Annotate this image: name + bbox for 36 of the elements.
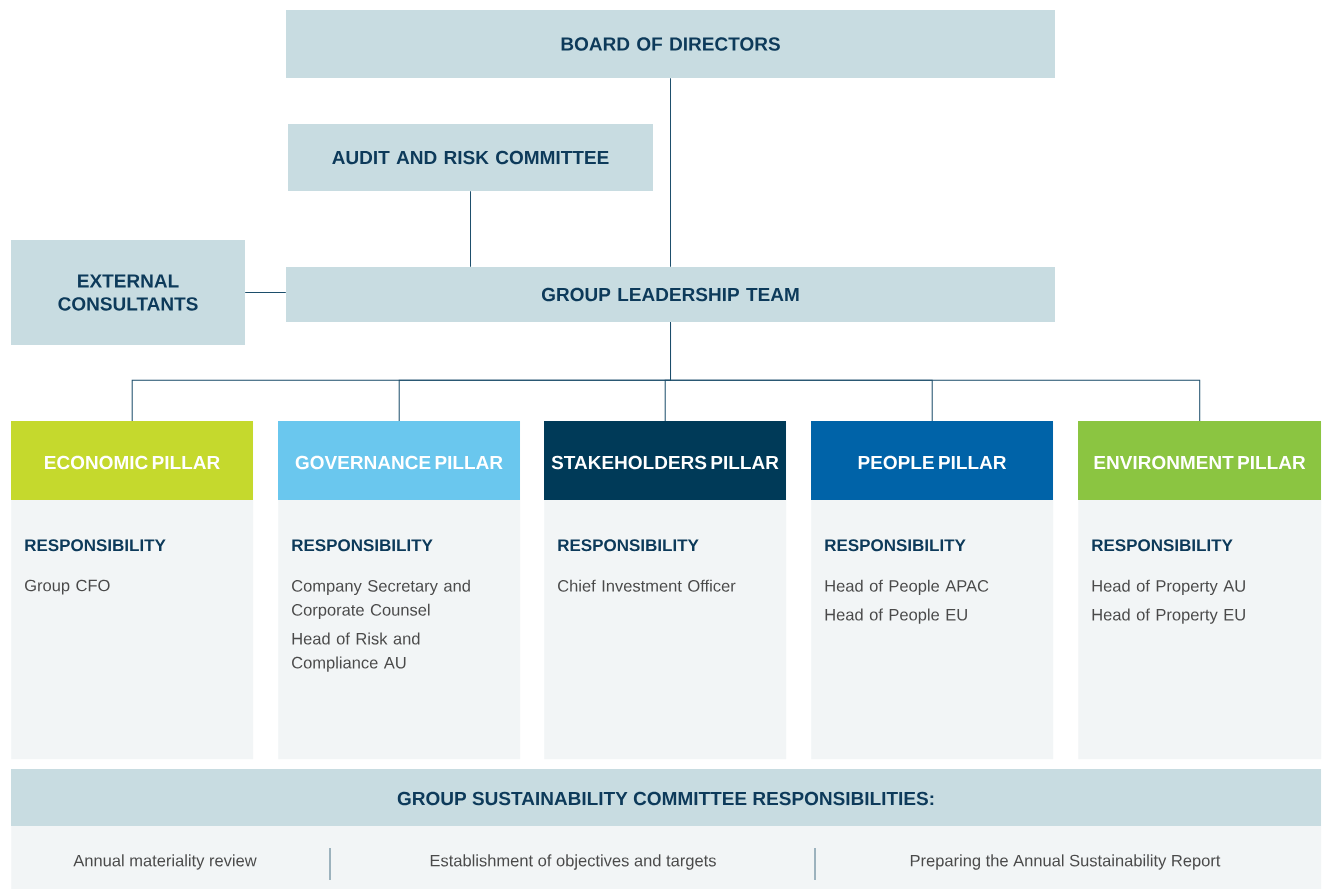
consultants-box: EXTERNAL CONSULTANTS xyxy=(11,240,245,345)
responsibilities-band xyxy=(11,769,1322,889)
pillar-heading: PEOPLE PILLAR xyxy=(858,455,1007,470)
responsibility-label: RESPONSIBILITY xyxy=(558,539,699,552)
pillar-card xyxy=(1078,421,1322,760)
role-text: Company Secretary and Corporate Counsel xyxy=(292,579,470,619)
role-text: Chief Investment Officer xyxy=(558,579,736,592)
connector-line xyxy=(470,190,471,268)
role-text: Head of Property EU xyxy=(1092,608,1245,624)
role-text: Head of People EU xyxy=(825,608,967,624)
role-text: Head of People APAC xyxy=(825,579,989,595)
leadership-box: GROUP LEADERSHIP TEAM xyxy=(286,267,1055,322)
responsibility-item: Annual materiality review xyxy=(73,854,257,870)
responsibility-item: Establishment of objectives and targets xyxy=(430,854,716,870)
connector-line xyxy=(670,77,671,268)
responsibility-label: RESPONSIBILITY xyxy=(825,539,966,552)
role-text: Group CFO xyxy=(25,579,110,595)
role-text: Head of Risk and Compliance AU xyxy=(292,632,420,672)
pillar-heading: ENVIRONMENT PILLAR xyxy=(1094,455,1306,470)
pillar-card xyxy=(278,421,521,760)
committee-box: AUDIT AND RISK COMMITTEE xyxy=(288,124,653,191)
pillar-card xyxy=(11,421,254,760)
responsibility-item: Preparing the Annual Sustainability Report xyxy=(910,854,1221,870)
responsibility-label: RESPONSIBILITY xyxy=(1092,539,1233,552)
band-heading: GROUP SUSTAINABILITY COMMITTEE RESPONSIBILITIES: xyxy=(397,791,934,806)
board-box: BOARD OF DIRECTORS xyxy=(286,10,1055,78)
role-text: Head of Property AU xyxy=(1092,579,1245,595)
connector-line xyxy=(670,321,1201,422)
responsibility-label: RESPONSIBILITY xyxy=(25,539,166,552)
pillar-heading: ECONOMIC PILLAR xyxy=(45,455,220,470)
pillar-heading: STAKEHOLDERS PILLAR xyxy=(551,455,779,470)
responsibility-label: RESPONSIBILITY xyxy=(292,539,433,552)
connector-line xyxy=(244,292,287,293)
pillar-card xyxy=(811,421,1054,760)
pillar-heading: GOVERNANCE PILLAR xyxy=(295,455,503,470)
pillar-card xyxy=(544,421,787,760)
